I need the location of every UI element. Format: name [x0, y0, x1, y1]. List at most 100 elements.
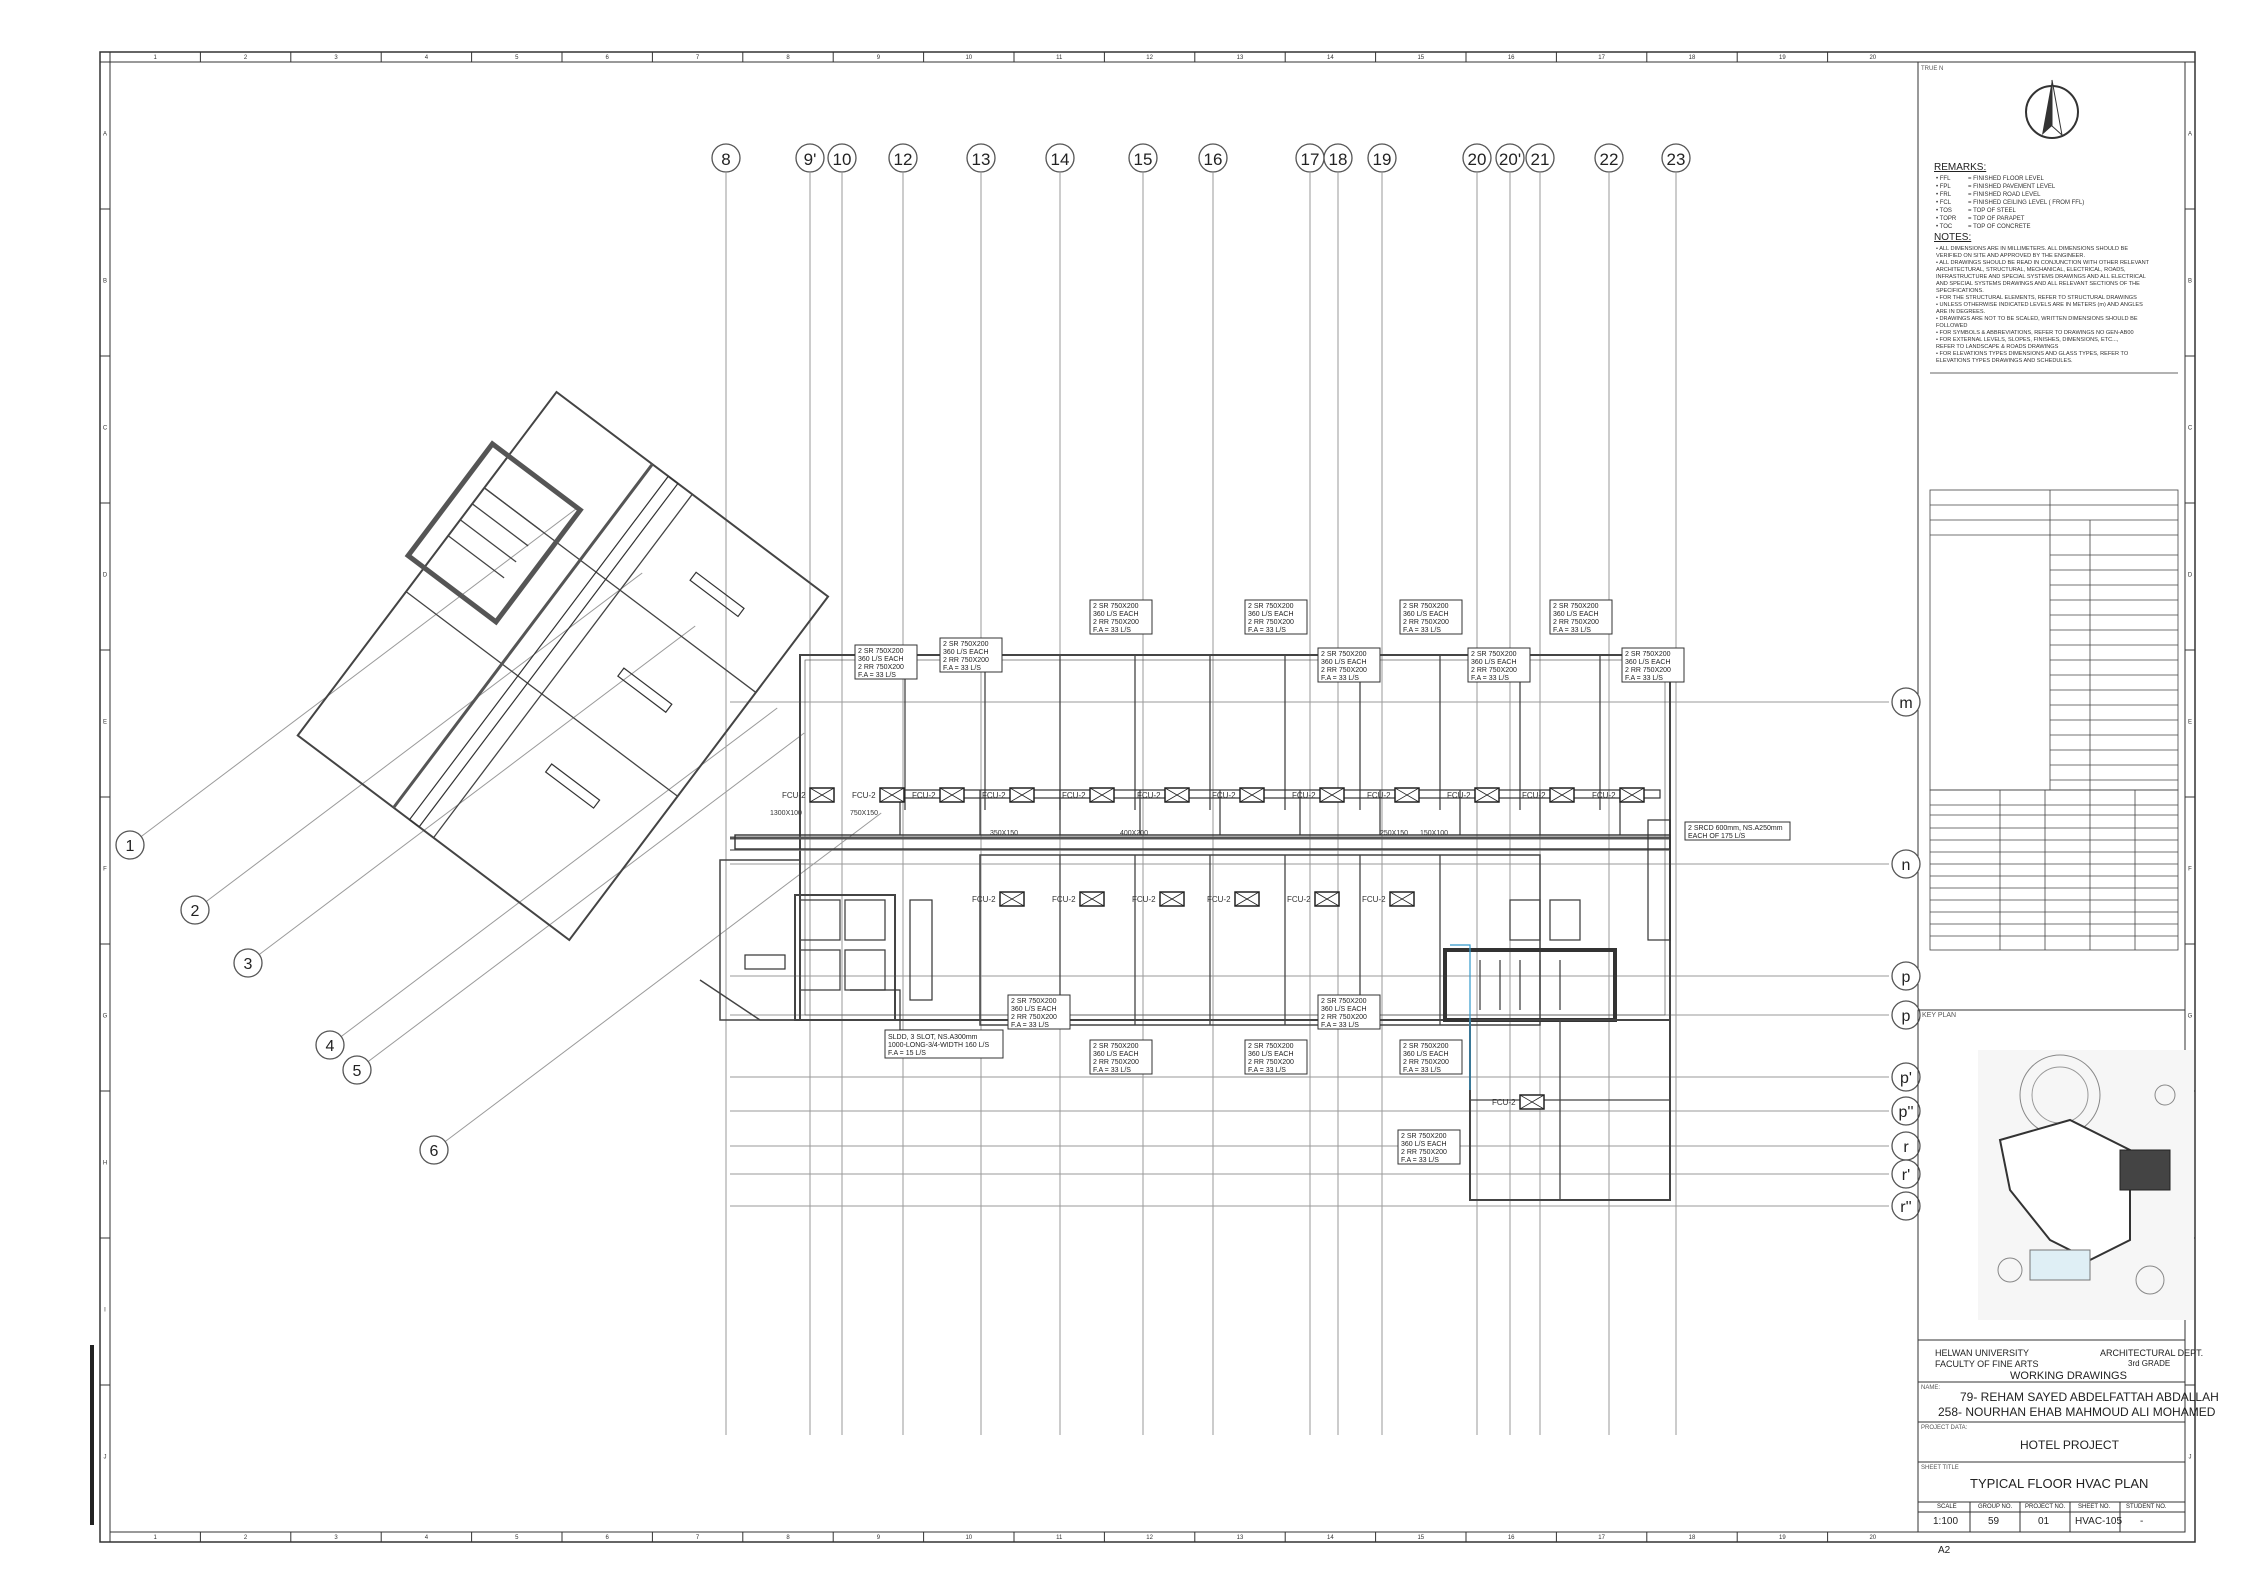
- duct-tag-text: F.A = 33 L/S: [943, 665, 981, 672]
- grid-bubble: [1462, 143, 1492, 173]
- grid-bubble: [827, 143, 857, 173]
- fcu-label: FCU-2: [1212, 791, 1236, 800]
- grid-line: [257, 625, 696, 957]
- grid-row-label: p': [1900, 1070, 1912, 1087]
- duct-size-label: 350X150: [990, 830, 1018, 837]
- grid-bubble: [1594, 143, 1624, 173]
- border-labels: 1122334455667788991010111112121313141415…: [103, 55, 2193, 1541]
- grid-row-label: m: [1899, 695, 1912, 712]
- duct-size-label: 750X150: [850, 810, 878, 817]
- fcu-cross: [1549, 787, 1575, 803]
- duct-tag-text: 360 L/S EACH: [1625, 659, 1671, 666]
- grid-bubble: [1367, 143, 1397, 173]
- note-line: ELEVATIONS TYPES DRAWINGS AND SCHEDULES.: [1936, 358, 2073, 364]
- sheet-no-value: HVAC-105: [2075, 1516, 2123, 1527]
- border-number-bottom: 16: [1508, 1535, 1515, 1541]
- duct-tag-box: [1244, 599, 1308, 635]
- border-number-top: 15: [1417, 55, 1424, 61]
- border-number-top: 5: [515, 55, 519, 61]
- border-letter-left: E: [103, 720, 107, 726]
- duct-tag-text: F.A = 33 L/S: [1248, 627, 1286, 634]
- duct-tag-text: 360 L/S EACH: [1093, 1051, 1139, 1058]
- grid-bubble: [1891, 849, 1921, 879]
- border-number-bottom: 10: [965, 1535, 972, 1541]
- note-line: INFRASTRUCTURE AND SPECIAL SYSTEMS DRAWI…: [1936, 274, 2146, 280]
- grid-column-label: 15: [1134, 150, 1153, 169]
- fcu-cross: [1474, 787, 1500, 803]
- remarks-title: REMARKS:: [1934, 162, 1986, 173]
- duct-tag-text: 2 RR 750X200: [1403, 619, 1449, 626]
- fcu-label: FCU-2: [982, 791, 1006, 800]
- group-no-value: 59: [1988, 1516, 2000, 1527]
- student-name-1: 79- REHAM SAYED ABDELFATTAH ABDALLAH: [1960, 1390, 2219, 1404]
- stair-tag-box: [884, 1029, 1004, 1059]
- faculty-name: FACULTY OF FINE ARTS: [1935, 1359, 2039, 1369]
- fcu-cross: [879, 787, 905, 803]
- grid-bubble: [180, 895, 210, 925]
- border-number-bottom: 18: [1689, 1535, 1696, 1541]
- border-letter-right: E: [2188, 720, 2192, 726]
- key-plan: [1917, 1009, 2194, 1341]
- grid-column-label: 12: [894, 150, 913, 169]
- student-no-value: -: [2140, 1516, 2144, 1527]
- border-number-bottom: 5: [515, 1535, 519, 1541]
- duct-tag-text: 2 SR 750X200: [858, 648, 904, 655]
- note-line: • FOR THE STRUCTURAL ELEMENTS, REFER TO …: [1936, 295, 2137, 301]
- duct-tag-text: 2 SR 750X200: [1471, 651, 1517, 658]
- grid-column-label: 20': [1499, 150, 1521, 169]
- duct-tag-box: [1007, 994, 1071, 1030]
- duct-tag-text: 2 RR 750X200: [1093, 619, 1139, 626]
- border-number-top: 18: [1689, 55, 1696, 61]
- margin-scale-bar: [90, 1345, 94, 1525]
- grid-column-label: 16: [1204, 150, 1223, 169]
- fcu-cross: [1079, 891, 1105, 907]
- border-number-top: 17: [1598, 55, 1605, 61]
- duct-tag-text: 2 RR 750X200: [858, 664, 904, 671]
- note-line: • DRAWINGS ARE NOT TO BE SCALED, WRITTEN…: [1936, 316, 2138, 322]
- duct-tag-text: 360 L/S EACH: [943, 649, 989, 656]
- duct-tag-text: F.A = 33 L/S: [1248, 1067, 1286, 1074]
- note-line: • ALL DIMENSIONS ARE IN MILLIMETERS. ALL…: [1936, 246, 2128, 252]
- fcu-label: FCU-2: [972, 895, 996, 904]
- duct-tag-text: 360 L/S EACH: [1093, 611, 1139, 618]
- duct-tag-text: 2 SR 750X200: [1625, 651, 1671, 658]
- duct-tag-text: F.A = 33 L/S: [1093, 627, 1131, 634]
- note-line: ARE IN DEGREES.: [1936, 309, 1986, 315]
- grid-row-label: r': [1902, 1167, 1910, 1184]
- title-block-lines: [1918, 1339, 2185, 1532]
- border-number-bottom: 15: [1417, 1535, 1424, 1541]
- duct-tag-text: F.A = 33 L/S: [1471, 675, 1509, 682]
- fcu-cross: [1394, 787, 1420, 803]
- fcu-cross: [1234, 891, 1260, 907]
- duct-tag-text: 360 L/S EACH: [1321, 1006, 1367, 1013]
- grid-row-label: p: [1902, 969, 1911, 986]
- grid-line: [443, 812, 882, 1144]
- duct-tag-text: 2 SR 750X200: [1248, 603, 1294, 610]
- border-number-top: 11: [1056, 55, 1063, 61]
- fcu-cross: [1319, 787, 1345, 803]
- grid-bubble: [1891, 687, 1921, 717]
- remark-abbr: • TOS: [1936, 208, 1952, 214]
- duct-tag-box: [939, 637, 1003, 673]
- duct-tag-box: [1089, 1039, 1153, 1075]
- grid-row-label: 6: [430, 1143, 439, 1160]
- border-letter-left: D: [103, 573, 108, 579]
- duct-tag-text: 2 SR 750X200: [1401, 1133, 1447, 1140]
- duct-tag-text: F.A = 33 L/S: [858, 672, 896, 679]
- duct-tag-box: [1244, 1039, 1308, 1075]
- student-name-2: 258- NOURHAN EHAB MAHMOUD ALI MOHAMED: [1938, 1405, 2216, 1419]
- grid-bubble: [795, 143, 825, 173]
- grid-row-label: p'': [1898, 1104, 1913, 1121]
- grid-bubble: [342, 1055, 372, 1085]
- grid-bubble: [1128, 143, 1158, 173]
- note-line: AND SPECIAL SYSTEMS DRAWINGS AND ALL REL…: [1936, 281, 2140, 287]
- remark-abbr: • TOPR: [1936, 216, 1957, 222]
- border-number-bottom: 1: [154, 1535, 158, 1541]
- grid-bubble: [233, 948, 263, 978]
- grid-bubble: [1891, 1000, 1921, 1030]
- fcu-cross: [1164, 787, 1190, 803]
- grade-label: 3rd GRADE: [2128, 1359, 2171, 1368]
- border-letter-right: J: [2189, 1455, 2192, 1461]
